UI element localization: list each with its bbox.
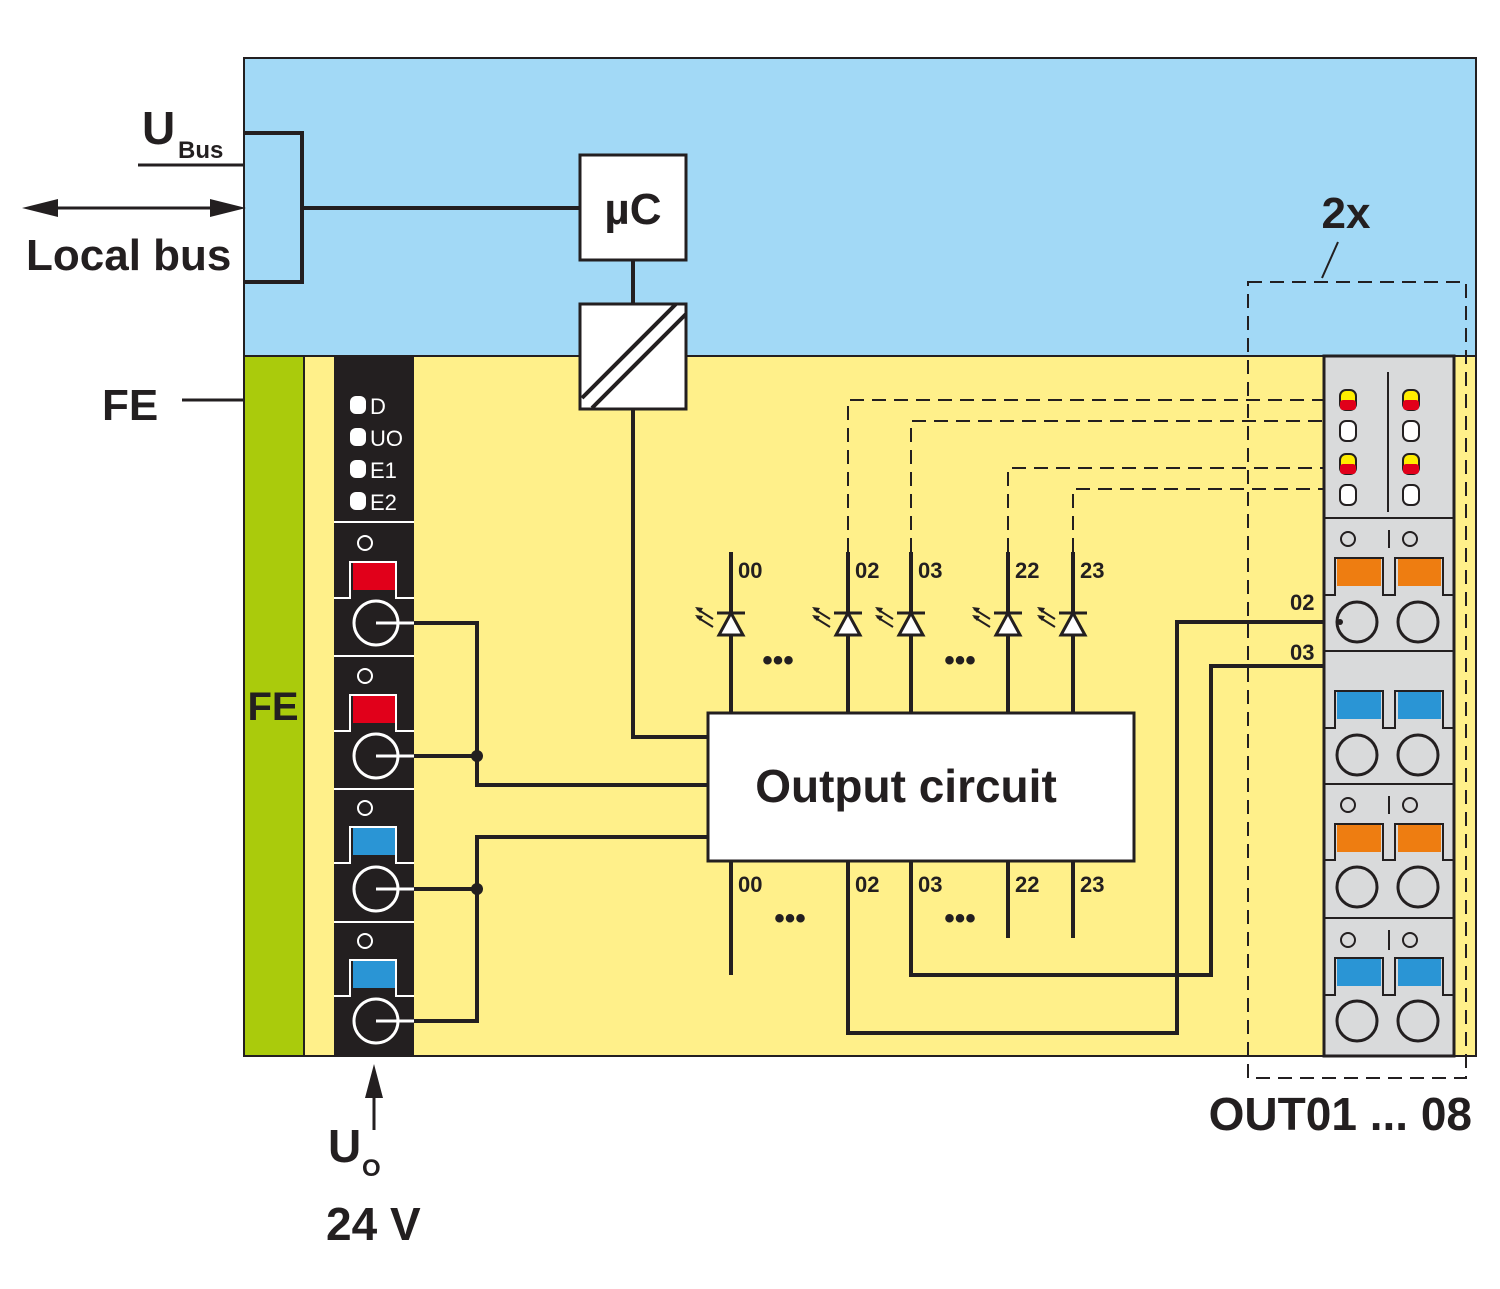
arrow-left-icon bbox=[22, 199, 58, 217]
channel-label: 22 bbox=[1015, 872, 1039, 897]
supply-terminal-3[interactable] bbox=[334, 800, 414, 923]
led-diode-icon bbox=[972, 607, 1023, 637]
output-circuit-label: Output circuit bbox=[755, 760, 1057, 812]
led-label: E1 bbox=[370, 458, 397, 483]
led-diode-icon bbox=[812, 607, 863, 637]
upper-ellipsis-2: ••• bbox=[944, 644, 976, 677]
u-bus-label: U bbox=[142, 102, 175, 154]
led-diode-icon bbox=[875, 607, 926, 637]
led-label: E2 bbox=[370, 490, 397, 515]
u-bus-subscript: Bus bbox=[178, 137, 223, 164]
fe-label: FE bbox=[102, 381, 158, 430]
u-o-label: U bbox=[328, 1120, 361, 1172]
channel-label: 02 bbox=[855, 872, 879, 897]
channel-label: 03 bbox=[918, 872, 942, 897]
channel-label: 23 bbox=[1080, 872, 1104, 897]
fe-strip-label: FE bbox=[247, 685, 298, 729]
outputs-range-label: OUT01 ... 08 bbox=[1209, 1088, 1472, 1140]
channel-label: 23 bbox=[1080, 558, 1104, 583]
fe-strip bbox=[243, 355, 305, 1057]
channel-label: 00 bbox=[738, 558, 762, 583]
supply-terminal-2[interactable] bbox=[334, 668, 414, 790]
u-o-subscript: O bbox=[362, 1155, 381, 1182]
arrow-right-icon bbox=[210, 199, 246, 217]
supply-terminal-4[interactable] bbox=[334, 933, 414, 1045]
output-terminal-row-4[interactable] bbox=[1324, 930, 1454, 1043]
microcontroller-label: µC bbox=[604, 185, 661, 234]
arrow-up-icon bbox=[365, 1064, 383, 1098]
connector-pin-label: 02 bbox=[1290, 590, 1314, 615]
multiplier-label: 2x bbox=[1322, 189, 1371, 238]
lower-ellipsis-1: ••• bbox=[774, 902, 806, 935]
microcontroller-box bbox=[578, 153, 688, 262]
channel-label: 22 bbox=[1015, 558, 1039, 583]
supply-terminal-1[interactable] bbox=[334, 535, 414, 657]
channel-label: 02 bbox=[855, 558, 879, 583]
status-led-panel: D UO E1 E2 bbox=[350, 394, 403, 515]
led-diode-icon bbox=[1037, 607, 1088, 637]
led-diodes bbox=[695, 607, 1088, 637]
channel-label: 03 bbox=[918, 558, 942, 583]
upper-ellipsis-1: ••• bbox=[762, 644, 794, 677]
led-diode-icon bbox=[695, 607, 746, 637]
output-terminal-row-2[interactable] bbox=[1324, 690, 1454, 785]
isolator-box bbox=[578, 302, 688, 411]
connector-pin-label: 03 bbox=[1290, 640, 1314, 665]
logic-area bbox=[243, 355, 1477, 1057]
led-label: D bbox=[370, 394, 386, 419]
channel-label: 00 bbox=[738, 872, 762, 897]
local-bus-label: Local bus bbox=[26, 231, 231, 280]
multiplier-frame bbox=[1247, 281, 1467, 1079]
supply-voltage-label: 24 V bbox=[326, 1198, 421, 1250]
led-label: UO bbox=[370, 426, 403, 451]
output-terminal-row-3[interactable] bbox=[1324, 796, 1454, 919]
output-terminal-row-1[interactable] bbox=[1324, 530, 1454, 652]
lower-ellipsis-2: ••• bbox=[944, 902, 976, 935]
output-circuit-box bbox=[706, 711, 1136, 863]
